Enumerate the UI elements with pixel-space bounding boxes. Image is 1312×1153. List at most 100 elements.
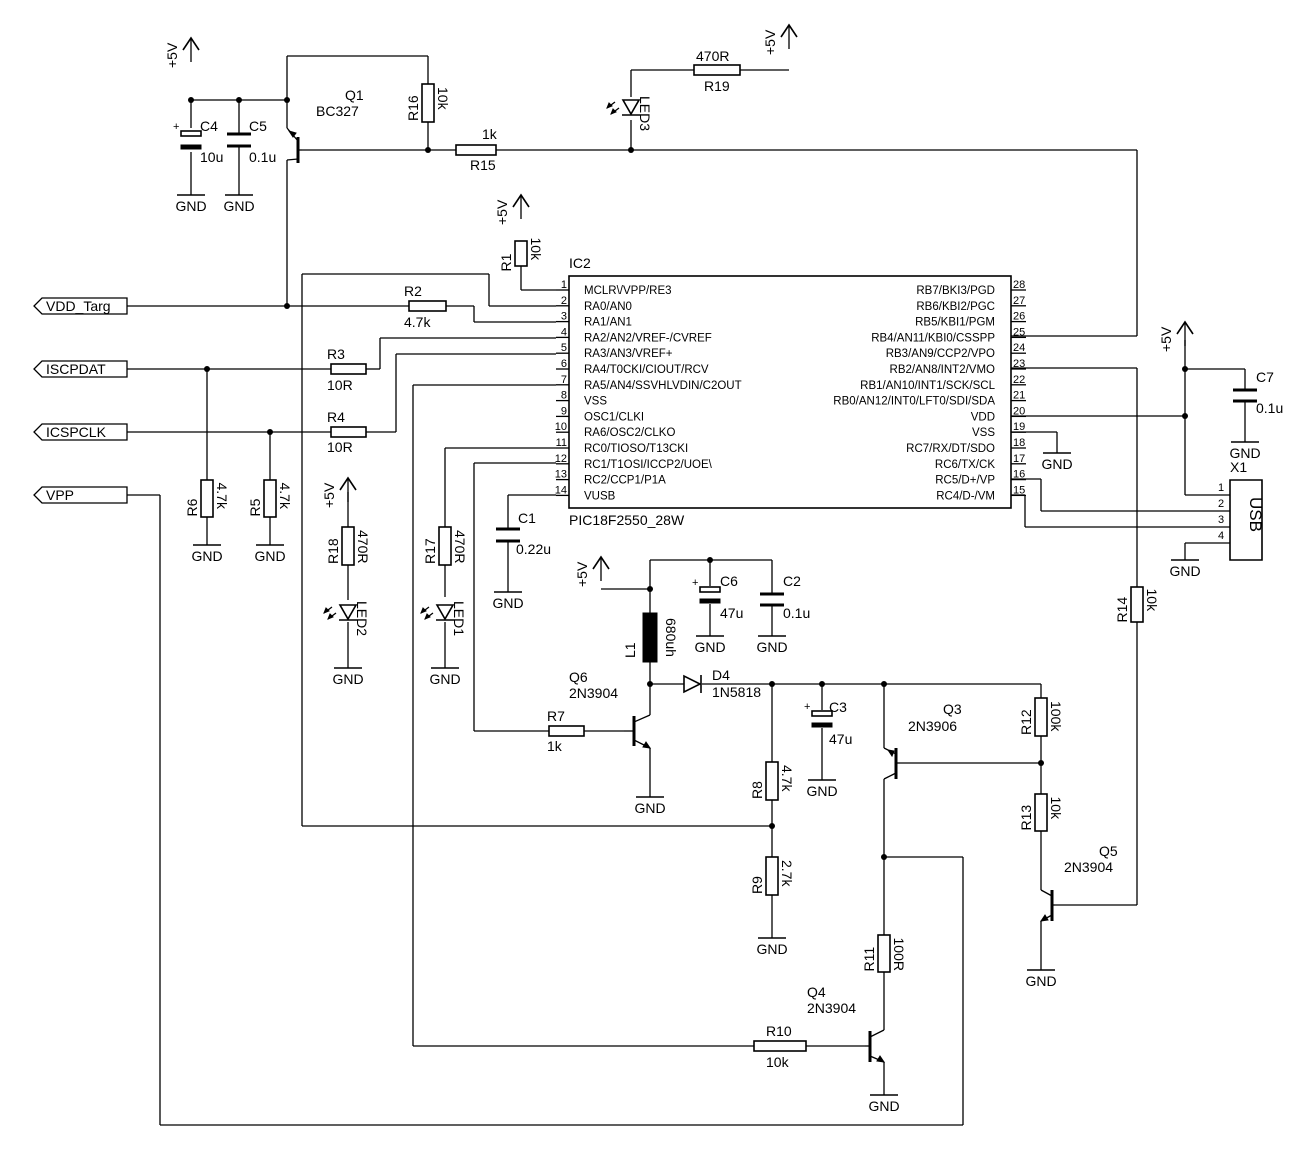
gnd-c3-label: GND: [806, 783, 837, 799]
ic2-pin-number: 22: [1013, 374, 1025, 386]
r16-resistor-ref: R16: [405, 95, 421, 121]
ic2-pin-number: 11: [556, 437, 567, 449]
gnd-r6-label: GND: [191, 548, 222, 564]
vcc-r1: +5V: [494, 193, 530, 225]
r6-resistor: [200, 479, 214, 518]
ic2-pin-name: VSS: [972, 427, 995, 439]
c5-ref: C5: [249, 118, 267, 134]
ic2-pin-number: 19: [1013, 421, 1025, 433]
r18-resistor-value: 470R: [355, 530, 371, 563]
c4-value: 10u: [200, 149, 223, 165]
gnd-c1: GND: [492, 591, 524, 611]
r5-resistor-ref: R5: [247, 498, 263, 516]
gnd-q4: GND: [868, 1094, 900, 1114]
c2-capacitor: [760, 592, 784, 607]
ic2-pin-number: 17: [1013, 453, 1025, 465]
ic2-pin-name: RC2/CCP1/P1A: [584, 475, 666, 487]
q5-ref: Q5: [1099, 843, 1118, 859]
ic2-pin-name: RB6/KBI2/PGC: [916, 301, 995, 313]
ic2-pin-name: RB5/KBI1/PGM: [915, 317, 995, 329]
gnd-led2: GND: [332, 667, 364, 687]
q3-ref: Q3: [943, 701, 962, 717]
usb-ref: X1: [1230, 459, 1247, 475]
ic2-pin-name: RC0/TIOSO/T13CKI: [584, 443, 688, 455]
q1-ref: Q1: [345, 87, 364, 103]
ic2-pin-number: 6: [561, 358, 567, 370]
r19-resistor: [693, 64, 741, 76]
ic2-pin-number: 8: [561, 390, 567, 402]
gnd-pin19-label: GND: [1041, 456, 1072, 472]
l1-inductor: [642, 612, 658, 663]
vcc-r19: +5V: [762, 23, 798, 55]
ic2-pin-number: 24: [1013, 342, 1025, 354]
r3-ref: R3: [327, 346, 345, 362]
ic2-pin-name: RA0/AN0: [584, 301, 632, 313]
led2-label: LED2: [354, 601, 370, 636]
l1-ref: L1: [622, 642, 638, 658]
r10-resistor: [753, 1040, 807, 1052]
vcc-r18-label: +5V: [321, 482, 337, 508]
usb-pin-1: 1: [1218, 482, 1224, 494]
r4-resistor: [330, 426, 367, 438]
q4-ref: Q4: [807, 984, 826, 1000]
r11-resistor-ref: R11: [861, 947, 877, 972]
d4-ref: D4: [712, 667, 730, 683]
ic2-pin-number: 7: [561, 374, 567, 386]
vcc-c4: +5V: [164, 36, 200, 68]
gnd-c5-label: GND: [223, 198, 254, 214]
r6-resistor-value: 4.7k: [214, 483, 230, 510]
port-vpp-label: VPP: [46, 487, 74, 503]
ic2-pin-name: OSC1/CLKI: [584, 411, 644, 423]
c3-capacitor: +: [804, 701, 833, 728]
c2-ref: C2: [783, 573, 801, 589]
vcc-c4-label: +5V: [164, 42, 180, 68]
usb-label: USB: [1246, 497, 1265, 532]
q1-value: BC327: [316, 103, 359, 119]
ic2-pin-number: 1: [561, 279, 567, 291]
c1-ref: C1: [518, 510, 536, 526]
ic2-pin-name: RA1/AN1: [584, 317, 632, 329]
gnd-usb-label: GND: [1169, 563, 1200, 579]
ic2-pin-name: RA4/T0CKI/CIOUT/RCV: [584, 364, 709, 376]
ic2-pin-number: 27: [1013, 295, 1025, 307]
r9-resistor-value: 2.7k: [779, 860, 795, 887]
gnd-c4-label: GND: [175, 198, 206, 214]
gnd-led1-label: GND: [429, 671, 460, 687]
ic2-pin-name: RA2/AN2/VREF-/CVREF: [584, 332, 712, 344]
ic2-pin-name: RB4/AN11/KBI0/CSSPP: [871, 332, 995, 344]
r17-resistor: [438, 526, 452, 566]
r8-resistor-value: 4.7k: [779, 765, 795, 792]
c2-value: 0.1u: [783, 605, 810, 621]
c5-capacitor: [227, 132, 251, 148]
gnd-c2: GND: [756, 635, 788, 655]
q4-transistor: [865, 1029, 886, 1063]
ic2-pin-name: RB7/BKI3/PGD: [916, 285, 995, 297]
vcc-l1-label: +5V: [574, 561, 590, 587]
gnd-c7-label: GND: [1229, 445, 1260, 461]
r4-value: 10R: [327, 439, 353, 455]
ic2-pin-name: RB0/AN12/INT0/LFT0/SDI/SDA: [833, 396, 995, 408]
r11-resistor: [877, 934, 891, 973]
ic2-pin-name: RB2/AN8/INT2/VMO: [890, 364, 995, 376]
l1-value: 680uh: [663, 618, 679, 657]
gnd-led1: GND: [429, 667, 461, 687]
r14-resistor: [1130, 586, 1144, 623]
svg-text:+: +: [804, 701, 810, 713]
ic2-pin-number: 2: [561, 295, 567, 307]
r3-value: 10R: [327, 377, 353, 393]
ic2-ref: IC2: [569, 255, 591, 271]
c5-value: 0.1u: [249, 149, 276, 165]
gnd-q4-label: GND: [868, 1098, 899, 1114]
ic2-pin-name: RB1/AN10/INT1/SCK/SCL: [860, 380, 995, 392]
r15-ref: R15: [470, 157, 496, 173]
d4-value: 1N5818: [712, 684, 761, 700]
c1-value: 0.22u: [516, 541, 551, 557]
ic2-pin-name: RC1/T1OSI/ICCP2/UOE\: [584, 459, 713, 471]
gnd-r9-label: GND: [756, 941, 787, 957]
q3-value: 2N3906: [908, 718, 957, 734]
ic2-pin-name: RB3/AN9/CCP2/VPO: [886, 348, 995, 360]
ic2-pin-name: RA3/AN3/VREF+: [584, 348, 673, 360]
ic2-pin-number: 4: [561, 326, 567, 338]
